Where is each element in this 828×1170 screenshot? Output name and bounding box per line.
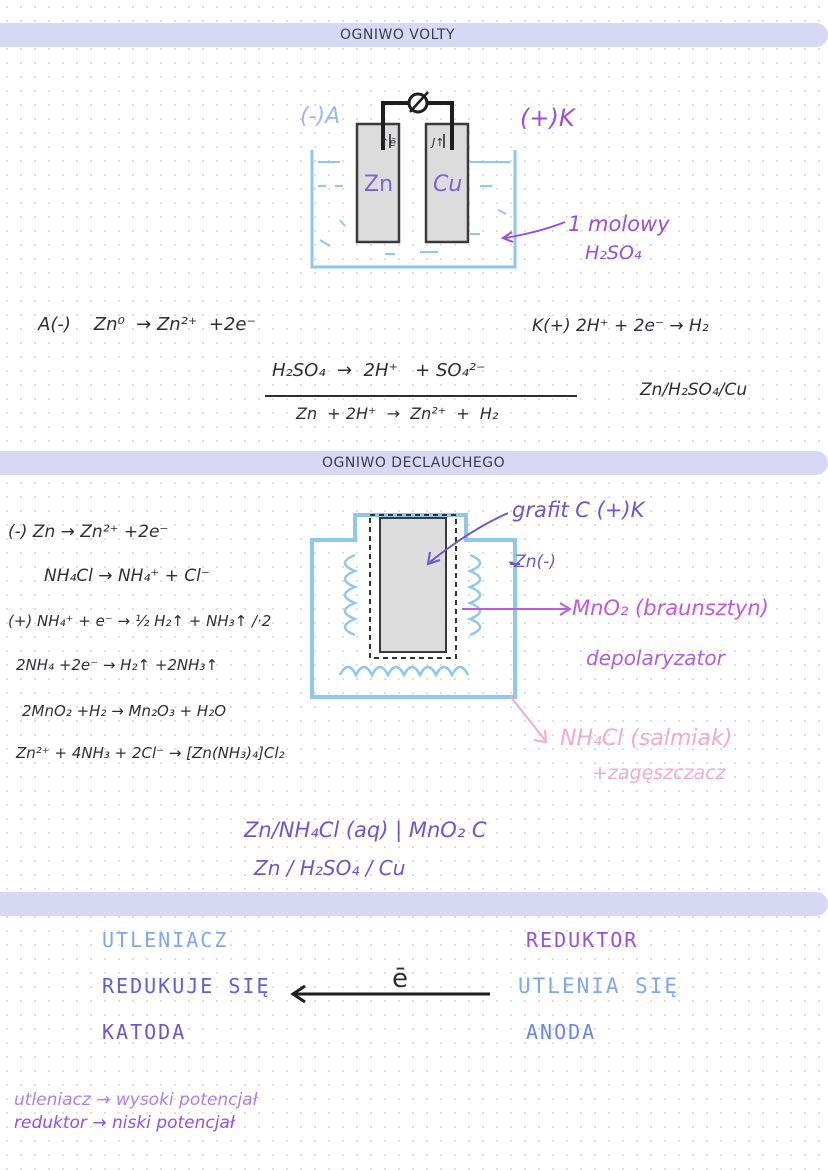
volta-cell-notation-2: Zn / H₂SO₄ / Cu [254, 856, 406, 880]
leclanche-complex: Zn²⁺ + 4NH₃ + 2Cl⁻ → [Zn(NH₃)₄]Cl₂ [16, 744, 285, 762]
leclanche-doubled: 2NH₄ +2e⁻ → H₂↑ +2NH₃↑ [16, 656, 219, 674]
cathode-label-redox: KATODA [102, 1020, 187, 1044]
volta-anode-reaction: A(-) Zn⁰ → Zn²⁺ +2e⁻ [38, 314, 256, 335]
volta-overall-reaction: Zn + 2H⁺ → Zn²⁺ + H₂ [296, 404, 499, 423]
cathode-label: (+)K [520, 104, 575, 132]
electrolyte-label-line1: 1 molowy [568, 212, 670, 236]
salmiak-label: NH₄Cl (salmiak) [560, 726, 733, 751]
anode-label-redox: ANODA [526, 1020, 597, 1044]
section-band-redox [0, 892, 828, 916]
leclanche-cell-notation: Zn/NH₄Cl (aq) | MnO₂ C [244, 818, 487, 842]
depolarizer-label: depolaryzator [586, 646, 725, 670]
oxidizer-label: UTLENIACZ [102, 928, 229, 952]
leclanche-dissociation: NH₄Cl → NH₄⁺ + Cl⁻ [44, 566, 210, 586]
section-title-leclanche: OGNIWO DECLAUCHEGO [322, 455, 506, 471]
thickener-label: +zagęszczacz [592, 762, 726, 784]
section-title-volta: OGNIWO VOLTY [340, 27, 456, 43]
mno2-label: MnO₂ (braunsztyn) [572, 596, 769, 620]
section-band-leclanche [0, 451, 828, 475]
volta-dissociation: H₂SO₄ → 2H⁺ + SO₄²⁻ [272, 360, 486, 381]
electron-symbol: ē [392, 964, 408, 994]
potential-note-line1: utleniacz → wysoki potencjał [14, 1090, 258, 1110]
zinc-label: -Zn(-) [508, 552, 556, 572]
fraction-line [265, 395, 577, 397]
section-band-volta [0, 23, 828, 47]
cu-electrode-label: Cu [433, 172, 463, 197]
potential-note-line2: reduktor → niski potencjał [14, 1113, 235, 1133]
zn-electrode-label: Zn [364, 172, 394, 197]
reduced-label: REDUKUJE SIĘ [102, 974, 271, 998]
leclanche-anode: (-) Zn → Zn²⁺ +2e⁻ [8, 522, 169, 542]
leclanche-cathode: (+) NH₄⁺ + e⁻ → ½ H₂↑ + NH₃↑ /·2 [8, 612, 272, 630]
current-arrow-label: J↑ [432, 136, 445, 149]
electron-arrow-label: ↑ē [380, 136, 396, 149]
electrolyte-label-line2: H₂SO₄ [585, 242, 642, 264]
volta-cell-notation: Zn/H₂SO₄/Cu [640, 380, 748, 400]
graphite-label: grafit C (+)K [512, 498, 645, 522]
reducer-label: REDUKTOR [526, 928, 639, 952]
anode-label: (-)A [300, 104, 341, 129]
oxidized-label: UTLENIA SIĘ [518, 974, 680, 998]
volta-cathode-reaction: K(+) 2H⁺ + 2e⁻ → H₂ [532, 316, 709, 336]
leclanche-depolarization: 2MnO₂ +H₂ → Mn₂O₃ + H₂O [22, 702, 227, 720]
